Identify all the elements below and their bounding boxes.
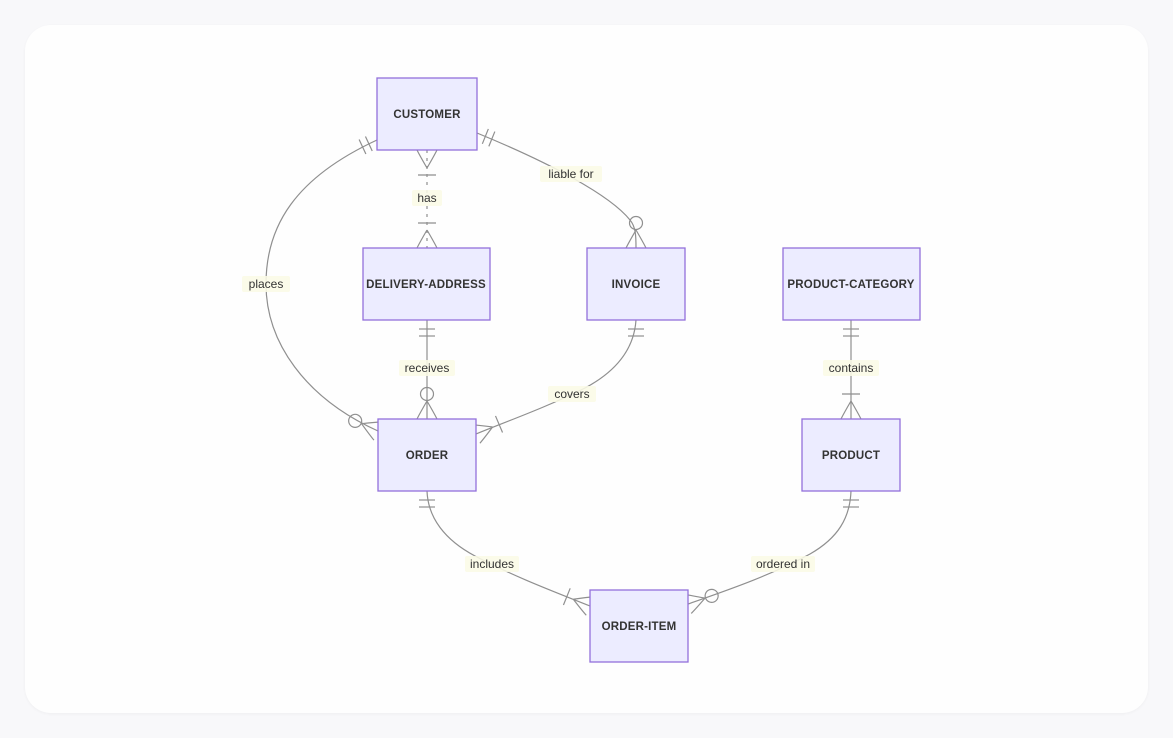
exactly-one-marker: [842, 499, 860, 508]
entity-label: ORDER-ITEM: [602, 621, 677, 633]
relationship-label: has: [417, 191, 436, 205]
entity-label: DELIVERY-ADDRESS: [366, 279, 486, 291]
label-background: [823, 360, 879, 376]
relationship-label-receives: receives: [399, 360, 455, 376]
relationship-label-ordered-in: ordered in: [751, 556, 815, 572]
entity-product: PRODUCT: [801, 418, 901, 492]
entity-box: [801, 418, 901, 492]
relationship-label: contains: [829, 361, 874, 375]
exactly-one-marker: [418, 499, 436, 508]
entity-label: PRODUCT-CATEGORY: [787, 279, 914, 291]
relationship-label: liable for: [548, 167, 593, 181]
label-background: [751, 556, 815, 572]
diagram-card: [25, 25, 1148, 713]
one-or-many-marker: [416, 222, 438, 249]
label-background: [540, 166, 602, 182]
relationship-line-ordered-in: [687, 490, 852, 605]
relationship-labels: has places liable for receives covers co…: [242, 166, 879, 572]
relationship-label: places: [249, 277, 284, 291]
label-background: [242, 276, 290, 292]
relationship-line-liable-for: [476, 132, 637, 249]
relationship-line-includes: [426, 490, 591, 607]
entity-order-item: ORDER-ITEM: [589, 589, 689, 663]
entity-order: ORDER: [377, 418, 477, 492]
relationship-line-covers: [475, 319, 637, 435]
entity-box: [377, 418, 477, 492]
entity-label: PRODUCT: [822, 450, 880, 462]
exactly-one-marker: [627, 328, 645, 337]
entity-box: [376, 77, 478, 151]
relationship-label-covers: covers: [548, 386, 596, 402]
label-background: [465, 556, 519, 572]
relationship-label-contains: contains: [823, 360, 879, 376]
relationship-label: ordered in: [756, 557, 810, 571]
relationship-label: covers: [554, 387, 589, 401]
relationship-lines: [265, 132, 852, 607]
entity-product-category: PRODUCT-CATEGORY: [782, 247, 921, 321]
entity-label: CUSTOMER: [393, 109, 461, 121]
entity-invoice: INVOICE: [586, 247, 686, 321]
relationship-label: receives: [405, 361, 450, 375]
relationship-label-has: has: [412, 190, 442, 206]
entity-delivery-address: DELIVERY-ADDRESS: [362, 247, 491, 321]
entity-customer: CUSTOMER: [376, 77, 478, 151]
one-or-many-marker: [416, 149, 438, 176]
label-background: [399, 360, 455, 376]
relationship-label-includes: includes: [465, 556, 519, 572]
entity-label: INVOICE: [612, 279, 661, 291]
relationship-label-liable-for: liable for: [540, 166, 602, 182]
entity-box: [589, 589, 689, 663]
label-background: [548, 386, 596, 402]
entity-box: [362, 247, 491, 321]
entities: CUSTOMER DELIVERY-ADDRESS INVOICE PRODUC…: [362, 77, 921, 663]
relationship-label-places: places: [242, 276, 290, 292]
relationship-label: includes: [470, 557, 514, 571]
entity-label: ORDER: [406, 450, 449, 462]
entity-box: [586, 247, 686, 321]
label-background: [412, 190, 442, 206]
entity-box: [782, 247, 921, 321]
